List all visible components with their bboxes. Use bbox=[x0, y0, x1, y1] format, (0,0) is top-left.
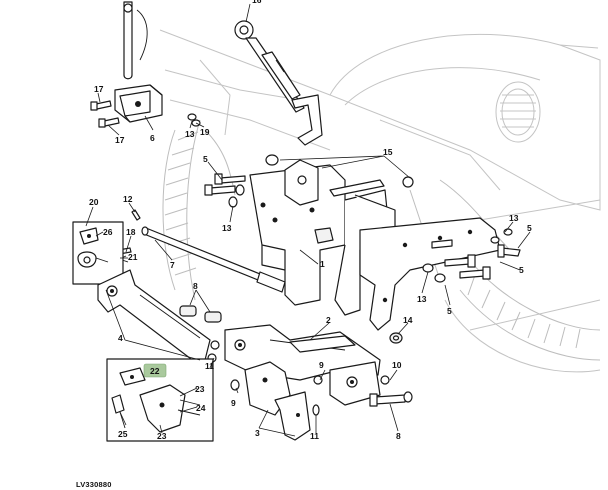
callout-5: 5 bbox=[447, 306, 452, 316]
detail-box-26 bbox=[72, 221, 124, 285]
bolts-5-right bbox=[422, 228, 521, 283]
callout-17: 17 bbox=[115, 135, 125, 145]
bolts-8-11-lower bbox=[230, 375, 413, 416]
bolts-5-left bbox=[204, 173, 246, 208]
nut-part-14 bbox=[389, 332, 403, 344]
callout-8: 8 bbox=[193, 281, 198, 291]
callout-6: 6 bbox=[150, 133, 155, 143]
callout-18: 18 bbox=[126, 227, 136, 237]
callout-13: 13 bbox=[185, 129, 195, 139]
callout-12: 12 bbox=[123, 194, 133, 204]
callout-11: 11 bbox=[205, 361, 214, 371]
callout-7: 7 bbox=[170, 260, 175, 270]
callout-1: 1 bbox=[320, 259, 325, 269]
callout-15: 15 bbox=[383, 147, 393, 157]
callout-13: 13 bbox=[509, 213, 519, 223]
callout-8: 8 bbox=[396, 431, 401, 441]
highlight-badge-22 bbox=[143, 363, 167, 378]
callout-21: 21 bbox=[128, 252, 138, 262]
callout-9: 9 bbox=[231, 398, 236, 408]
callout-22: 22 bbox=[150, 366, 160, 376]
callout-9: 9 bbox=[319, 360, 324, 370]
right-tire-tread bbox=[409, 179, 601, 361]
pins-15 bbox=[265, 154, 414, 197]
callout-13: 13 bbox=[417, 294, 427, 304]
callout-3: 3 bbox=[255, 428, 260, 438]
leader-lines bbox=[85, 3, 531, 437]
bolts-17 bbox=[90, 100, 120, 128]
bracket-part-3 bbox=[244, 361, 311, 441]
callout-16: 16 bbox=[252, 0, 262, 5]
callout-5: 5 bbox=[519, 265, 524, 275]
callout-23: 23 bbox=[157, 431, 167, 441]
right-side-plate bbox=[359, 217, 501, 331]
callout-10: 10 bbox=[392, 360, 402, 370]
frame-part-1 bbox=[249, 159, 396, 316]
washers-13-19 bbox=[187, 113, 201, 127]
top-link-part-16 bbox=[234, 20, 323, 146]
callout-23: 23 bbox=[195, 384, 205, 394]
top-link-rod bbox=[123, 1, 148, 80]
callout-labels: 16 17 6 17 13 19 5 15 13 12 20 26 18 21 … bbox=[89, 0, 532, 441]
callout-13: 13 bbox=[222, 223, 232, 233]
link-bracket-part-10 bbox=[329, 361, 390, 406]
callout-19: 19 bbox=[200, 127, 210, 137]
callout-26: 26 bbox=[103, 227, 113, 237]
callout-25: 25 bbox=[118, 429, 128, 439]
bracket-part-6 bbox=[114, 84, 163, 123]
callout-14: 14 bbox=[403, 315, 413, 325]
callout-5: 5 bbox=[527, 223, 532, 233]
left-tire-tread bbox=[162, 119, 236, 301]
callout-17: 17 bbox=[94, 84, 104, 94]
figure-id-label: LV330880 bbox=[76, 480, 112, 489]
shaft-part-7 bbox=[141, 226, 286, 293]
callout-11: 11 bbox=[310, 431, 319, 441]
callout-2: 2 bbox=[326, 315, 331, 325]
callout-20: 20 bbox=[89, 197, 99, 207]
callout-4: 4 bbox=[118, 333, 123, 343]
callout-24: 24 bbox=[196, 403, 206, 413]
callout-5: 5 bbox=[203, 154, 208, 164]
